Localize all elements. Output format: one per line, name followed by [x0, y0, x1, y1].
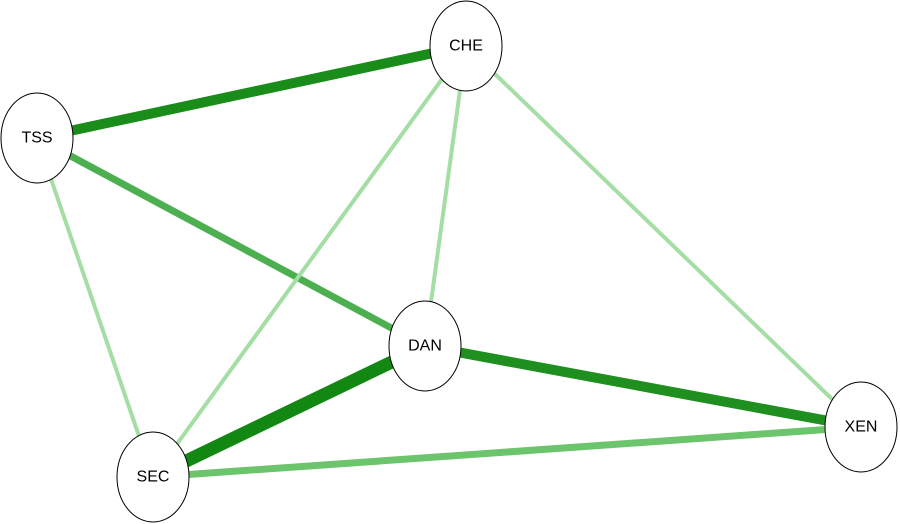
node-dan[interactable]: DAN	[388, 300, 462, 392]
edge-layer	[35, 41, 863, 483]
node-che-label: CHE	[449, 38, 483, 55]
node-dan-circle	[388, 300, 462, 392]
edge-tss-che	[35, 41, 468, 143]
node-sec[interactable]: SEC	[116, 431, 190, 523]
node-dan-label: DAN	[408, 338, 442, 355]
edge-tss-sec	[35, 137, 155, 478]
edge-che-dan	[423, 45, 468, 347]
edge-sec-xen	[152, 423, 862, 481]
node-tss-circle	[0, 92, 74, 184]
edge-dan-xen	[424, 341, 862, 432]
node-tss-label: TSS	[21, 130, 52, 147]
edge-tss-dan	[35, 134, 427, 350]
node-xen-label: XEN	[845, 419, 878, 436]
node-sec-label: SEC	[137, 469, 170, 486]
node-xen[interactable]: XEN	[824, 381, 898, 473]
node-xen-circle	[824, 381, 898, 473]
edge-che-xen	[464, 44, 863, 429]
edge-dan-sec	[150, 340, 428, 483]
node-che[interactable]: CHE	[429, 0, 503, 92]
node-che-circle	[429, 0, 503, 92]
edge-che-sec	[151, 44, 468, 479]
node-tss[interactable]: TSS	[0, 92, 74, 184]
node-sec-circle	[116, 431, 190, 523]
